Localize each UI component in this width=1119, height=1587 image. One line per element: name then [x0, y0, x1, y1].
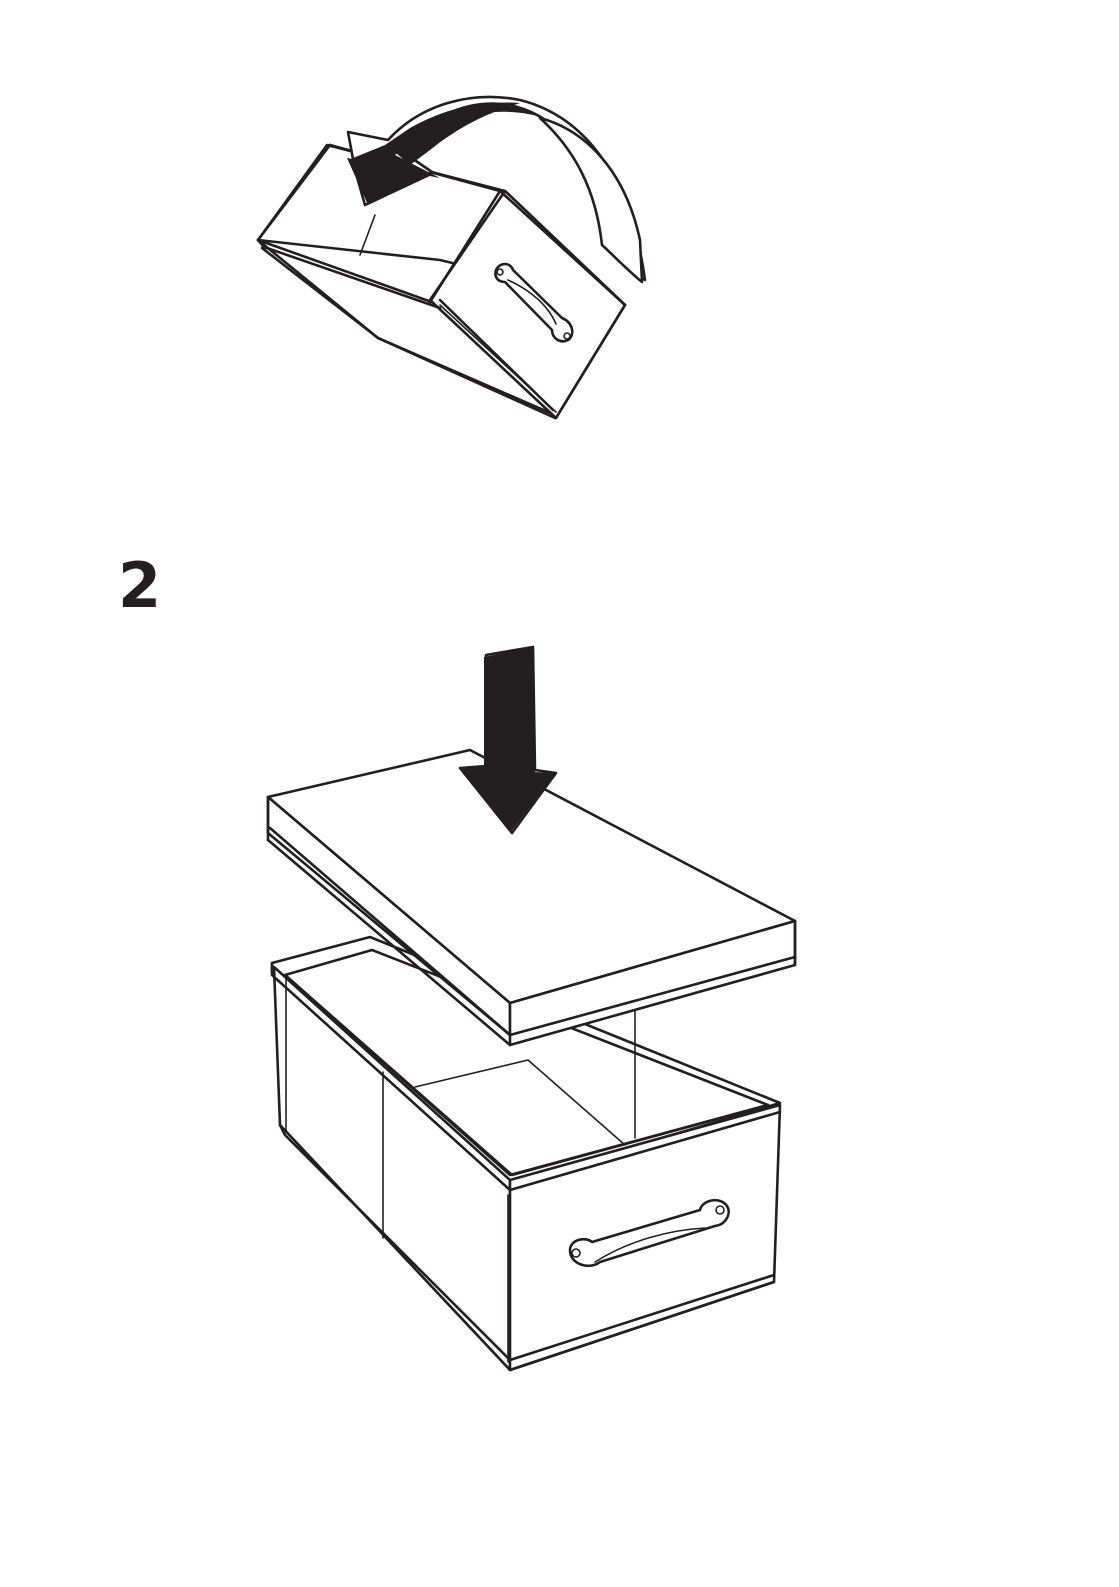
instruction-page: 2: [0, 0, 1119, 1587]
place-lid-illustration: [0, 0, 1119, 1587]
